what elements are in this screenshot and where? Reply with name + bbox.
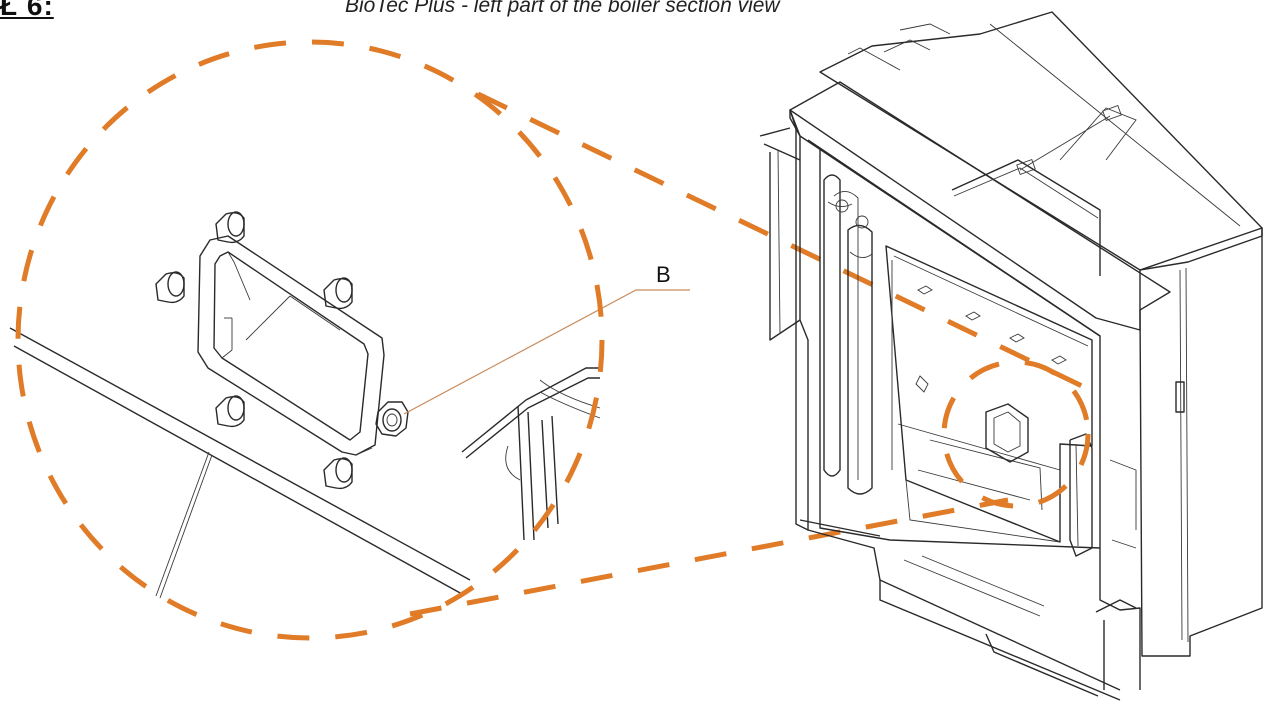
- boiler-section-view: [759, 11, 1263, 701]
- water-pipes: [823, 174, 873, 495]
- stud: [215, 211, 245, 244]
- stud: [155, 271, 185, 304]
- stud: [323, 457, 353, 490]
- callout-b: B: [403, 262, 690, 415]
- bracket-detail: [461, 367, 601, 541]
- stud: [323, 277, 353, 310]
- stud: [215, 395, 245, 428]
- inspection-frame: [197, 235, 385, 456]
- zoom-target-circle: [941, 359, 1091, 509]
- callout-label-b: B: [656, 262, 671, 287]
- mounting-studs: [155, 211, 353, 490]
- zoom-circle: [15, 39, 605, 641]
- chamber-fittings: [915, 285, 1067, 393]
- zoom-connector-lines: [409, 91, 1084, 617]
- figure-caption: BioTec Plus - left part of the boiler se…: [345, 0, 780, 17]
- nut-b: [375, 401, 409, 437]
- inspection-frame-small: [985, 403, 1029, 463]
- figure-label: Ł 6:: [0, 0, 54, 21]
- zoomed-detail-view: B: [9, 39, 690, 641]
- wall-edge-lines: [9, 327, 471, 599]
